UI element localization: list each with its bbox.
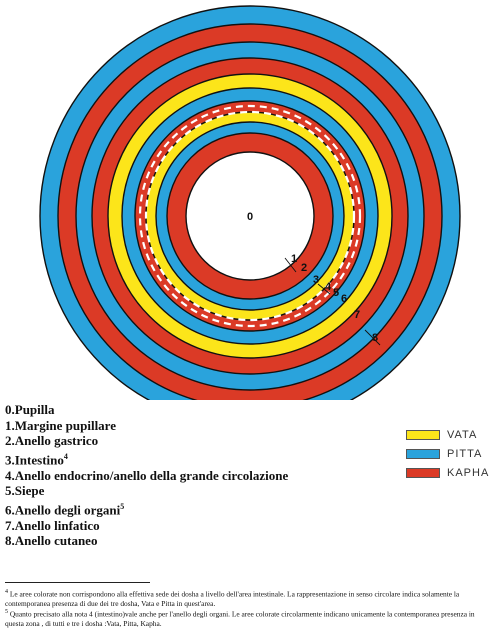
ring-number-label: 5 [333, 287, 339, 299]
dosha-key-row-vata: VATA [406, 427, 498, 442]
footnote: 4 Le aree colorate non corrispondono all… [5, 588, 495, 608]
footnote-text: Quanto precisato alla nota 4 (intestino)… [5, 609, 475, 628]
legend-item: 7.Anello linfatico [5, 518, 350, 534]
footnote-text: Le aree colorate non corrispondono alla … [5, 589, 460, 608]
legend-item: 5.Siepe [5, 483, 350, 499]
ring-number-label: 7 [354, 309, 360, 321]
legend-item-text: 7.Anello linfatico [5, 517, 100, 533]
footnote-number: 5 [5, 608, 8, 615]
footnote-mark: 5 [120, 501, 125, 511]
dosha-key-row-kapha: KAPHA [406, 465, 498, 480]
dosha-key-row-pitta: PITTA [406, 446, 498, 461]
legend-item-text: 2.Anello gastrico [5, 433, 99, 449]
footnotes: 4 Le aree colorate non corrispondono all… [5, 588, 495, 628]
color-swatch [406, 448, 440, 459]
iris-rings [39, 5, 461, 400]
dashed-circle-1 [144, 110, 356, 322]
legend-item-text: 3.Intestino [5, 452, 64, 468]
dashed-rings [138, 104, 362, 328]
legend-item-text: 4.Anello endocrino/anello della grande c… [5, 467, 289, 483]
pupil-center-label: 0 [247, 211, 253, 223]
label-pointer-line [364, 329, 381, 346]
dashed-circle-0 [138, 104, 362, 328]
legend-item-text: 1.Margine pupillare [5, 417, 116, 433]
ring-number-label: 6 [341, 293, 347, 305]
ring-background-10 [185, 151, 315, 281]
ring-number-label: 4 [325, 281, 332, 293]
footnote-number: 4 [5, 589, 8, 595]
legend-item: 1.Margine pupillare [5, 418, 350, 434]
dosha-label: PITTA [447, 447, 483, 460]
legend-item-text: 0.Pupilla [5, 402, 55, 417]
color-swatch [406, 429, 440, 440]
legend-item: 4.Anello endocrino/anello della grande c… [5, 468, 350, 484]
ring-number-label: 3 [313, 274, 319, 286]
ring-number-label: 8 [372, 332, 378, 344]
footnote: 5 Quanto precisato alla nota 4 (intestin… [5, 608, 495, 628]
dosha-label: VATA [447, 428, 478, 441]
legend-item: 8.Anello cutaneo [5, 533, 350, 549]
legend-item-text: 6.Anello degli organi [5, 502, 121, 518]
label-pointer-line [284, 257, 297, 273]
color-swatch [406, 467, 440, 478]
ring-number-label: 1 [291, 253, 297, 265]
footnote-divider [5, 582, 150, 583]
legend-item-text: 8.Anello cutaneo [5, 533, 98, 549]
legend-item: 2.Anello gastrico [5, 433, 350, 449]
footnote-mark: 4 [63, 451, 68, 461]
legend-item-text: 5.Siepe [5, 483, 45, 499]
label-pointer-line [317, 283, 331, 295]
dosha-label: KAPHA [447, 466, 490, 479]
legend-item: 6.Anello degli organi5 [5, 499, 350, 518]
dosha-color-key: VATA PITTA KAPHA [406, 427, 498, 484]
ring-number-label: 2 [301, 262, 307, 274]
legend-item: 0.Pupilla [5, 402, 350, 418]
legend-item: 3.Intestino4 [5, 449, 350, 468]
